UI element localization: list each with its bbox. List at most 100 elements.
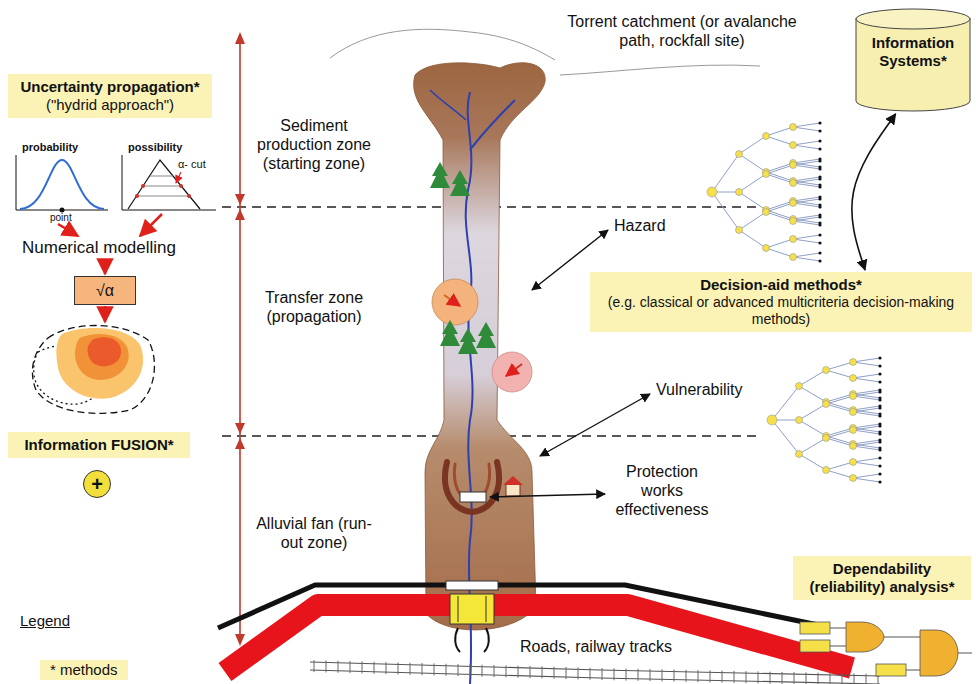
tree-branch — [793, 145, 820, 149]
tree-branch — [826, 428, 853, 436]
pointer-arrow — [490, 494, 605, 497]
tree-branch — [853, 410, 880, 414]
rail-tie — [842, 673, 843, 684]
fault-tree — [800, 622, 972, 676]
rail-tie — [614, 668, 615, 680]
zone-axis — [239, 36, 241, 642]
tree-node — [736, 227, 743, 234]
tree-branch — [739, 136, 766, 154]
zone-label: Alluvial fan (run-out zone) — [250, 514, 378, 552]
map-zone — [88, 337, 122, 366]
tree-branch — [766, 248, 793, 257]
arrowhead — [235, 209, 245, 220]
cut-dot — [187, 194, 191, 198]
tree-branch — [826, 396, 853, 404]
tree-branch — [739, 154, 766, 172]
tree-leaf — [878, 464, 881, 467]
flow-arrow — [58, 224, 78, 236]
rail-tie — [782, 672, 783, 684]
hazard-process — [492, 352, 532, 392]
model-box: √α — [74, 276, 136, 305]
rail-tie — [350, 661, 351, 673]
tree-branch — [853, 378, 880, 382]
hazard-map — [32, 326, 154, 414]
alpha-cut-line — [137, 196, 189, 197]
tree-leaf — [878, 364, 881, 367]
map-envelope — [32, 326, 154, 414]
tree-branch — [799, 438, 826, 454]
tree-branch — [853, 412, 880, 416]
tree-branch — [853, 446, 880, 450]
tree-node — [763, 209, 770, 216]
rail-tie — [470, 664, 471, 676]
tree-leaf — [878, 398, 881, 401]
torrent-body — [414, 63, 546, 630]
pointer-label: Protection works effectiveness — [610, 462, 714, 520]
tree-branch — [826, 394, 853, 402]
legend-text: * methods — [40, 660, 128, 680]
bridge — [446, 581, 498, 590]
tree-branch — [793, 163, 820, 167]
tree-branch — [793, 235, 820, 239]
tree-branch — [853, 396, 880, 400]
tree-branch — [853, 474, 880, 478]
conifer — [450, 170, 470, 196]
tree-leaf — [818, 251, 821, 254]
tree-leaf — [818, 129, 821, 132]
tree-branch — [766, 165, 793, 174]
rail-tie — [458, 664, 459, 676]
rail-tie — [758, 671, 759, 683]
tree-branch — [799, 420, 826, 436]
tree-node — [850, 375, 857, 382]
map-zone — [56, 328, 143, 399]
tree-branch — [853, 442, 880, 446]
tree-node — [850, 475, 857, 482]
tree-leaf — [818, 197, 821, 200]
road-crossing — [450, 594, 494, 624]
cut-pointer — [176, 172, 181, 183]
method-box: Decision-aid methods*(e.g. classical or … — [590, 272, 972, 332]
tree-node — [763, 245, 770, 252]
road-black — [218, 585, 828, 628]
rail-tie — [518, 666, 519, 678]
pointer-label: Hazard — [614, 216, 666, 235]
tree-leaf — [878, 472, 881, 475]
tree-branch — [793, 203, 820, 207]
crossing-line — [458, 596, 459, 622]
tree-branch — [793, 183, 820, 187]
tree-leaf — [878, 448, 881, 451]
tree-leaf — [878, 356, 881, 359]
tree-branch — [793, 201, 820, 205]
tree-branch — [799, 404, 826, 420]
zone-label: Transfer zone (propagation) — [250, 288, 378, 326]
tree-branch — [766, 163, 793, 172]
tree-node — [736, 151, 743, 158]
tree-branch — [853, 394, 880, 398]
tree-branch — [739, 212, 766, 230]
tree-node — [790, 218, 797, 225]
mountain-outline — [560, 65, 760, 75]
infrastructure-label: Roads, railway tracks — [520, 637, 672, 656]
rail-tie — [362, 661, 363, 673]
tree-branch — [766, 203, 793, 212]
tree-node — [796, 417, 803, 424]
tree-branch — [793, 239, 820, 243]
rail-tie — [806, 672, 807, 684]
rail-tie — [386, 662, 387, 674]
arrowhead — [235, 32, 245, 44]
tree-branch — [826, 462, 853, 470]
hazard-process — [432, 279, 478, 325]
tree-branch — [766, 174, 793, 183]
possibility-chart — [122, 155, 216, 210]
rail-tie — [698, 670, 699, 682]
rail-tie — [746, 671, 747, 683]
node-title: Uncertainty propagation* — [14, 78, 206, 96]
tree-branch — [853, 426, 880, 430]
tree-branch — [853, 440, 880, 444]
axis — [122, 155, 123, 210]
tree-leaf — [818, 121, 821, 124]
stream-branch — [430, 90, 466, 120]
tree-branch — [826, 438, 853, 446]
event-box — [800, 640, 830, 652]
